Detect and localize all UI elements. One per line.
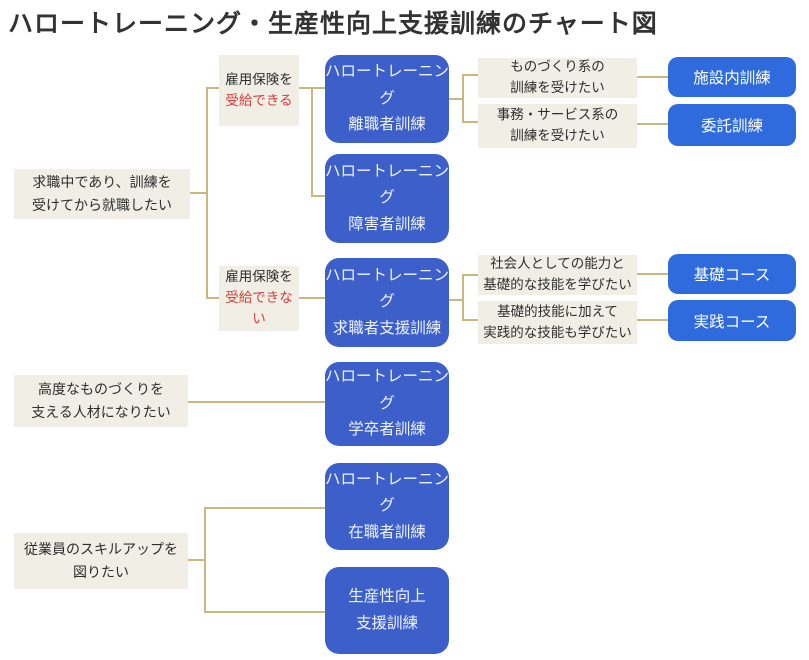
- connector: [311, 195, 326, 197]
- node-text: ハロートレーニング: [325, 470, 450, 515]
- node-text: ハロートレーニング: [325, 266, 450, 311]
- node-need-jobseeker: 求職中であり、訓練を 受けてから就職したい: [14, 169, 190, 219]
- node-text: 図りたい: [73, 564, 129, 580]
- node-text: 受けてから就職したい: [32, 197, 172, 213]
- node-text: 施設内訓練: [693, 70, 771, 87]
- connector: [204, 507, 326, 509]
- connector: [637, 123, 668, 125]
- node-text: 実践的な技能も学びたい: [483, 324, 632, 340]
- node-text: 学卒者訓練: [348, 421, 426, 439]
- connector: [188, 401, 326, 403]
- node-training-graduate: ハロートレーニング 学卒者訓練: [325, 362, 449, 446]
- connector: [462, 74, 464, 123]
- node-training-productivity: 生産性向上 支援訓練: [325, 567, 449, 654]
- connector: [462, 121, 479, 123]
- connector: [206, 87, 220, 89]
- node-want-basic: 社会人としての能力と 基礎的な技能を学びたい: [478, 255, 637, 295]
- connector: [204, 611, 326, 613]
- connector: [462, 319, 479, 321]
- connector: [462, 274, 464, 321]
- node-text: 支える人材になりたい: [31, 404, 171, 420]
- connector: [311, 87, 313, 197]
- node-text: 在職者訓練: [348, 523, 426, 541]
- node-text: 雇用保険を: [225, 71, 293, 87]
- node-want-monodzukuri: ものづくり系の 訓練を受けたい: [478, 58, 637, 98]
- node-text: 訓練を受けたい: [510, 128, 605, 143]
- node-text: 訓練を受けたい: [510, 80, 605, 95]
- node-insurance-not-eligible: 雇用保険を 受給できない: [219, 266, 299, 331]
- connector: [449, 299, 464, 301]
- node-text-highlight: 受給できる: [225, 92, 293, 108]
- node-text: 事務・サービス系の: [496, 107, 619, 123]
- node-text: 雇用保険を: [225, 269, 293, 285]
- node-course-onsite: 施設内訓練: [668, 57, 796, 97]
- node-need-skillup: 従業員のスキルアップを 図りたい: [14, 533, 188, 589]
- connector: [204, 507, 206, 613]
- node-training-disabled: ハロートレーニング 障害者訓練: [325, 154, 449, 243]
- connector: [462, 274, 479, 276]
- connector: [188, 559, 206, 561]
- node-text: 生産性向上: [348, 588, 426, 606]
- node-want-office: 事務・サービス系の 訓練を受けたい: [478, 104, 637, 148]
- node-text: 支援訓練: [355, 614, 418, 632]
- node-training-employed: ハロートレーニング 在職者訓練: [325, 463, 449, 550]
- connector: [298, 297, 326, 299]
- node-text: 求職者支援訓練: [332, 319, 442, 337]
- connector: [462, 74, 479, 76]
- node-text: 基礎コース: [693, 267, 771, 284]
- node-course-entrusted: 委託訓練: [668, 104, 796, 146]
- node-text: 実践コース: [693, 313, 771, 331]
- node-text: 基礎的な技能を学びたい: [483, 277, 632, 292]
- connector: [206, 297, 220, 299]
- node-text: 離職者訓練: [348, 116, 426, 134]
- node-text-highlight: 受給できない: [225, 290, 293, 326]
- node-text: 従業員のスキルアップを: [24, 540, 178, 557]
- node-want-practical: 基礎的技能に加えて 実践的な技能も学びたい: [478, 301, 637, 344]
- node-text: 障害者訓練: [348, 215, 426, 233]
- node-text: 求職中であり、訓練を: [32, 173, 172, 190]
- node-text: 高度なものづくりを: [38, 380, 164, 397]
- node-text: ハロートレーニング: [325, 63, 450, 107]
- node-need-monodzukuri: 高度なものづくりを 支える人材になりたい: [14, 375, 188, 427]
- connector: [206, 87, 208, 299]
- node-text: ハロートレーニング: [325, 162, 450, 207]
- node-training-dislocated: ハロートレーニング 離職者訓練: [325, 55, 449, 143]
- connector: [637, 76, 668, 78]
- connector: [190, 192, 208, 194]
- node-text: 基礎的技能に加えて: [497, 303, 618, 319]
- node-course-practical: 実践コース: [668, 300, 796, 341]
- connector: [637, 319, 668, 321]
- node-course-basic: 基礎コース: [668, 254, 796, 294]
- connector: [637, 273, 668, 275]
- page-title: ハロートレーニング・生産性向上支援訓練のチャート図: [8, 10, 658, 38]
- node-text: 委託訓練: [700, 118, 763, 135]
- node-text: ハロートレーニング: [325, 368, 450, 412]
- node-insurance-eligible: 雇用保険を 受給できる: [219, 55, 299, 126]
- node-text: 社会人としての能力と: [490, 256, 625, 272]
- connector: [449, 98, 464, 100]
- node-text: ものづくり系の: [510, 59, 605, 75]
- node-training-support: ハロートレーニング 求職者支援訓練: [325, 258, 449, 347]
